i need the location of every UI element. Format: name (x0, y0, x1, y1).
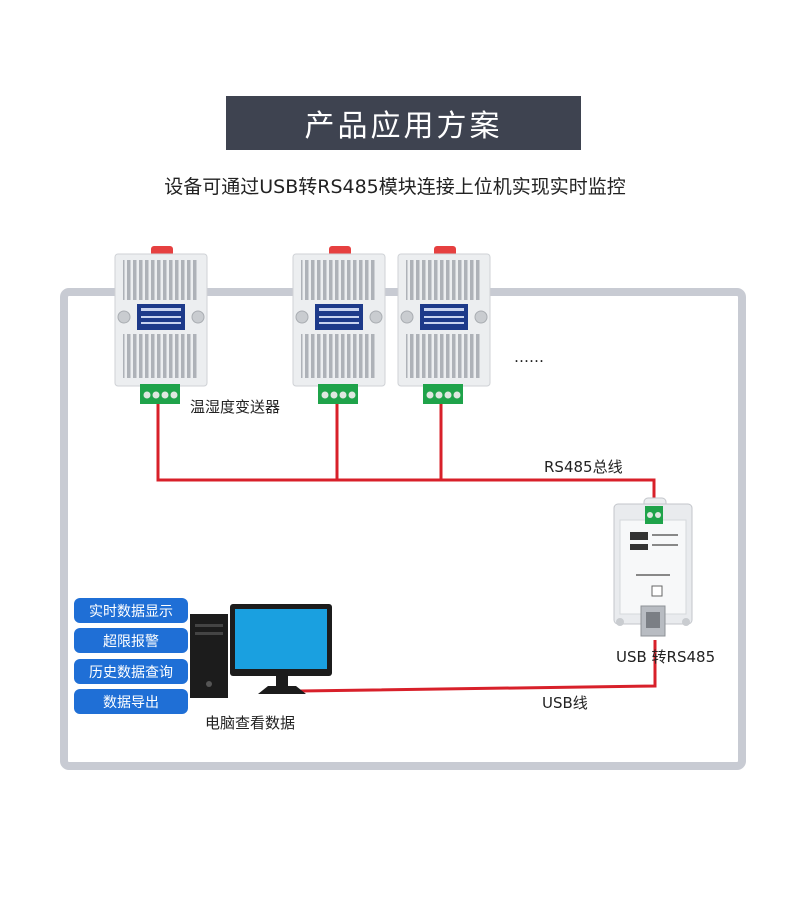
computer-label: 电脑查看数据 (205, 714, 296, 732)
sensor-device-3 (397, 246, 491, 404)
usb-cable-label: USB线 (542, 694, 588, 712)
rs485-bus-label: RS485总线 (544, 458, 623, 476)
sensor-label: 温湿度变送器 (190, 398, 281, 416)
converter-label: USB 转RS485 (616, 648, 716, 666)
function-data-export: 数据导出 (74, 689, 188, 714)
rs485-bus-wire (156, 402, 656, 502)
usb-cable-wire (299, 640, 657, 693)
page-title: 产品应用方案 (226, 96, 581, 150)
page-subtitle: 设备可通过USB转RS485模块连接上位机实现实时监控 (164, 176, 626, 198)
sensor-device-1 (114, 246, 208, 404)
sensor-device-2 (292, 246, 386, 404)
function-history-query: 历史数据查询 (74, 659, 188, 684)
computer (190, 604, 332, 698)
function-realtime-display: 实时数据显示 (74, 598, 188, 623)
more-devices-ellipsis: …… (514, 348, 544, 366)
usb-rs485-converter (613, 497, 693, 637)
function-over-limit-alarm: 超限报警 (74, 628, 188, 653)
